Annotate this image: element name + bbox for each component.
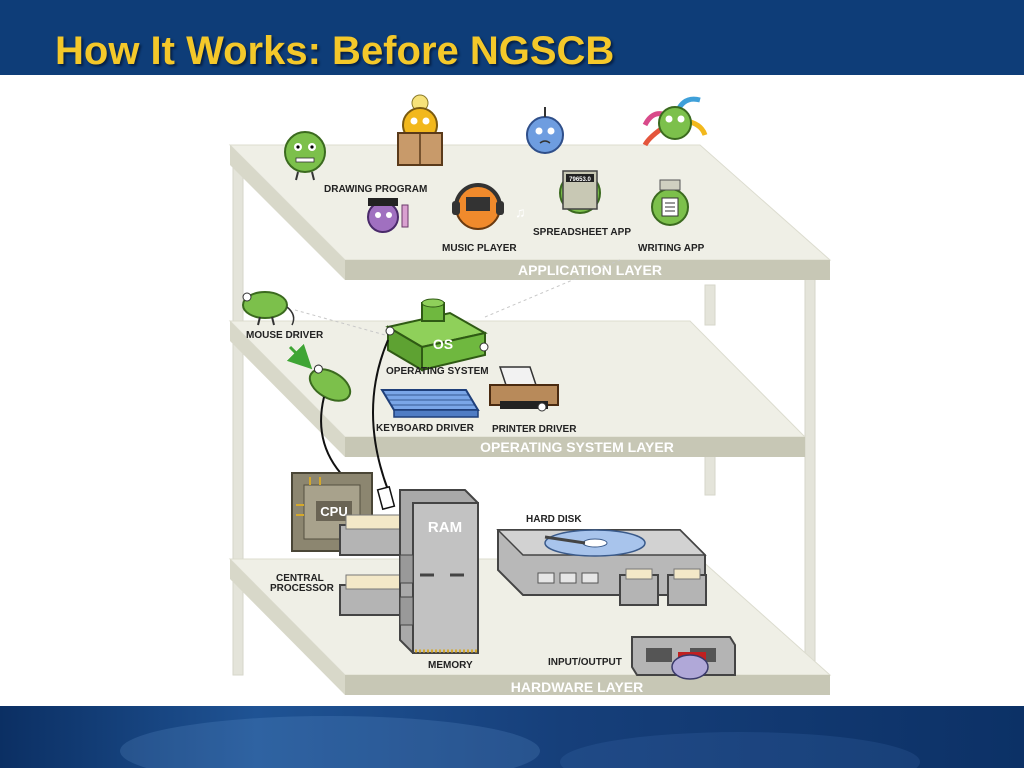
slide-header: How It Works: Before NGSCB bbox=[0, 0, 1024, 75]
lightbulb-reader-icon bbox=[397, 94, 443, 166]
ram-badge: RAM bbox=[428, 519, 462, 536]
calculator-icon: 79653.0 bbox=[559, 170, 601, 214]
writing-app-label: WRITING APP bbox=[638, 243, 705, 254]
printer-icon bbox=[489, 366, 559, 412]
paintbrush-creature-icon bbox=[367, 198, 409, 233]
footer-swoosh-2 bbox=[560, 732, 920, 768]
headphones-creature-icon: ♫ bbox=[452, 183, 526, 230]
mouse-move-arrow bbox=[286, 343, 313, 370]
blue-creature-icon bbox=[526, 107, 564, 154]
os-box-icon: OS bbox=[385, 298, 489, 372]
hardware-layer-label: HARDWARE LAYER bbox=[511, 679, 644, 695]
music-player-label: MUSIC PLAYER bbox=[442, 243, 517, 254]
drawing-program-label: DRAWING PROGRAM bbox=[324, 184, 427, 195]
slide-title: How It Works: Before NGSCB bbox=[55, 29, 615, 73]
keyboard-icon bbox=[380, 389, 480, 418]
central-processor-label-line1: CENTRAL bbox=[276, 573, 324, 584]
application-layer-label: APPLICATION LAYER bbox=[518, 262, 662, 278]
central-processor-label-line2: PROCESSOR bbox=[270, 583, 335, 594]
memory-label: MEMORY bbox=[428, 660, 473, 671]
hard-disk-icon bbox=[496, 529, 707, 606]
spreadsheet-display: 79653.0 bbox=[569, 177, 591, 183]
svg-text:♫: ♫ bbox=[515, 204, 526, 220]
green-creature-icon bbox=[284, 131, 326, 181]
multi-arm-creature-icon bbox=[642, 96, 708, 147]
mouse-driver-label: MOUSE DRIVER bbox=[246, 330, 324, 341]
writing-creature-icon bbox=[651, 179, 689, 226]
footer-swoosh bbox=[120, 716, 540, 768]
connector-lines bbox=[294, 259, 621, 336]
mouse-moving-icon bbox=[308, 364, 352, 402]
ram-cabinet-icon: RAM bbox=[339, 489, 479, 654]
operating-system-label: OPERATING SYSTEM bbox=[386, 366, 489, 377]
os-layer-label: OPERATING SYSTEM LAYER bbox=[480, 439, 674, 455]
cpu-badge: CPU bbox=[320, 504, 347, 519]
input-output-label: INPUT/OUTPUT bbox=[548, 657, 622, 668]
os-badge: OS bbox=[433, 336, 453, 352]
layer-diagram: APPLICATION LAYER OPERATING SYSTEM LAYER… bbox=[228, 94, 832, 695]
keyboard-driver-label: KEYBOARD DRIVER bbox=[376, 423, 475, 434]
hard-disk-label: HARD DISK bbox=[526, 514, 582, 525]
slide-footer-band bbox=[0, 706, 1024, 768]
spreadsheet-app-label: SPREADSHEET APP bbox=[533, 227, 631, 238]
io-port-icon bbox=[631, 636, 736, 680]
mouse-icon bbox=[242, 291, 295, 326]
printer-driver-label: PRINTER DRIVER bbox=[492, 424, 577, 435]
